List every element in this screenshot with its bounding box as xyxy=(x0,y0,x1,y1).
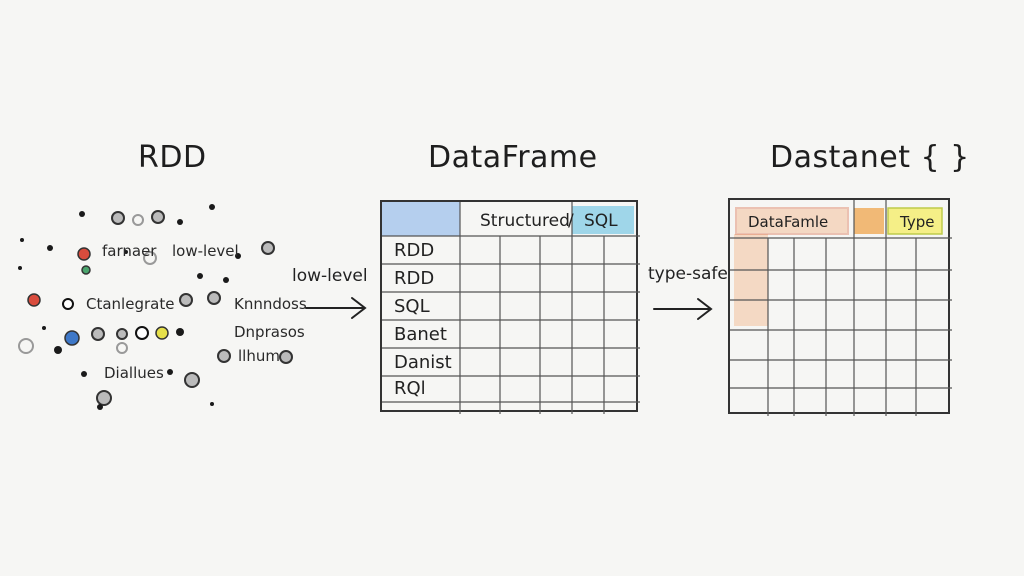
dataframe-row-label: RDD xyxy=(394,240,435,261)
scatter-label-ctanlegrate: Ctanlegrate xyxy=(86,295,175,313)
dataset-grid xyxy=(730,200,952,416)
dataset-title: Dastanet { } xyxy=(770,140,970,175)
scatter-dot xyxy=(96,390,112,406)
arrow-label-low-level: low-level xyxy=(292,266,368,286)
scatter-label-dnprasos: Dnprasos xyxy=(234,323,305,341)
dataframe-row-label: RDD xyxy=(394,268,435,289)
dataframe-header-structured: Structured xyxy=(480,211,570,231)
scatter-dot xyxy=(261,241,275,255)
scatter-dot xyxy=(47,245,53,251)
scatter-label-knnndoss: Knnndoss xyxy=(234,295,307,313)
dataframe-header-divider: / xyxy=(568,211,574,231)
scatter-dot xyxy=(77,247,91,261)
scatter-label-diallues: Diallues xyxy=(104,364,164,382)
scatter-dot xyxy=(209,204,215,210)
arrow-label-type-safe: type-safe xyxy=(648,264,728,284)
scatter-dot xyxy=(124,250,128,254)
scatter-dot xyxy=(91,327,105,341)
scatter-dot xyxy=(27,293,41,307)
scatter-dot xyxy=(235,253,241,259)
scatter-dot xyxy=(116,328,128,340)
scatter-dot xyxy=(279,350,293,364)
scatter-dot xyxy=(54,346,62,354)
scatter-dot xyxy=(135,326,149,340)
scatter-dot xyxy=(143,251,157,265)
dataframe-table: Structured / SQL RDD RDD SQL Banet Danis… xyxy=(380,200,640,414)
scatter-dot xyxy=(81,371,87,377)
dataframe-row-label: Danist xyxy=(394,352,452,373)
scatter-dot xyxy=(18,338,34,354)
dataset-chip-type: Type xyxy=(900,213,935,231)
scatter-dot xyxy=(20,238,24,242)
scatter-label-farnaer: farnaer xyxy=(102,242,157,260)
dataframe-row-label: SQL xyxy=(394,296,430,317)
dataframe-title: DataFrame xyxy=(428,140,598,175)
dataframe-row-label: RQl xyxy=(394,378,426,399)
scatter-dot xyxy=(111,211,125,225)
rdd-title: RDD xyxy=(138,140,207,175)
scatter-dot xyxy=(177,219,183,225)
scatter-dot xyxy=(179,293,193,307)
scatter-dot xyxy=(155,326,169,340)
scatter-dot xyxy=(210,402,214,406)
dataset-table: DataFamle Type xyxy=(728,198,952,416)
scatter-dot xyxy=(197,273,203,279)
scatter-dot xyxy=(217,349,231,363)
arrow-rdd-to-dataframe xyxy=(305,297,367,319)
scatter-dot xyxy=(64,330,80,346)
scatter-dot xyxy=(62,298,74,310)
scatter-dot xyxy=(97,404,103,410)
scatter-dot xyxy=(176,328,184,336)
scatter-dot xyxy=(151,210,165,224)
dataframe-header-sql: SQL xyxy=(584,211,618,231)
dataframe-grid xyxy=(382,202,640,414)
scatter-dot xyxy=(184,372,200,388)
scatter-dot xyxy=(81,265,91,275)
scatter-dot xyxy=(207,291,221,305)
scatter-dot xyxy=(167,369,173,375)
scatter-dot xyxy=(132,214,144,226)
scatter-dot xyxy=(79,211,85,217)
scatter-dot xyxy=(18,266,22,270)
arrow-dataframe-to-dataset xyxy=(653,298,713,320)
scatter-dot xyxy=(42,326,46,330)
scatter-label-llhum: llhum xyxy=(238,347,280,365)
dataframe-row-label: Banet xyxy=(394,324,447,345)
scatter-dot xyxy=(223,277,229,283)
dataset-chip-dataframe: DataFamle xyxy=(748,213,829,231)
scatter-dot xyxy=(116,342,128,354)
scatter-label-low-level: low-level xyxy=(172,242,239,260)
